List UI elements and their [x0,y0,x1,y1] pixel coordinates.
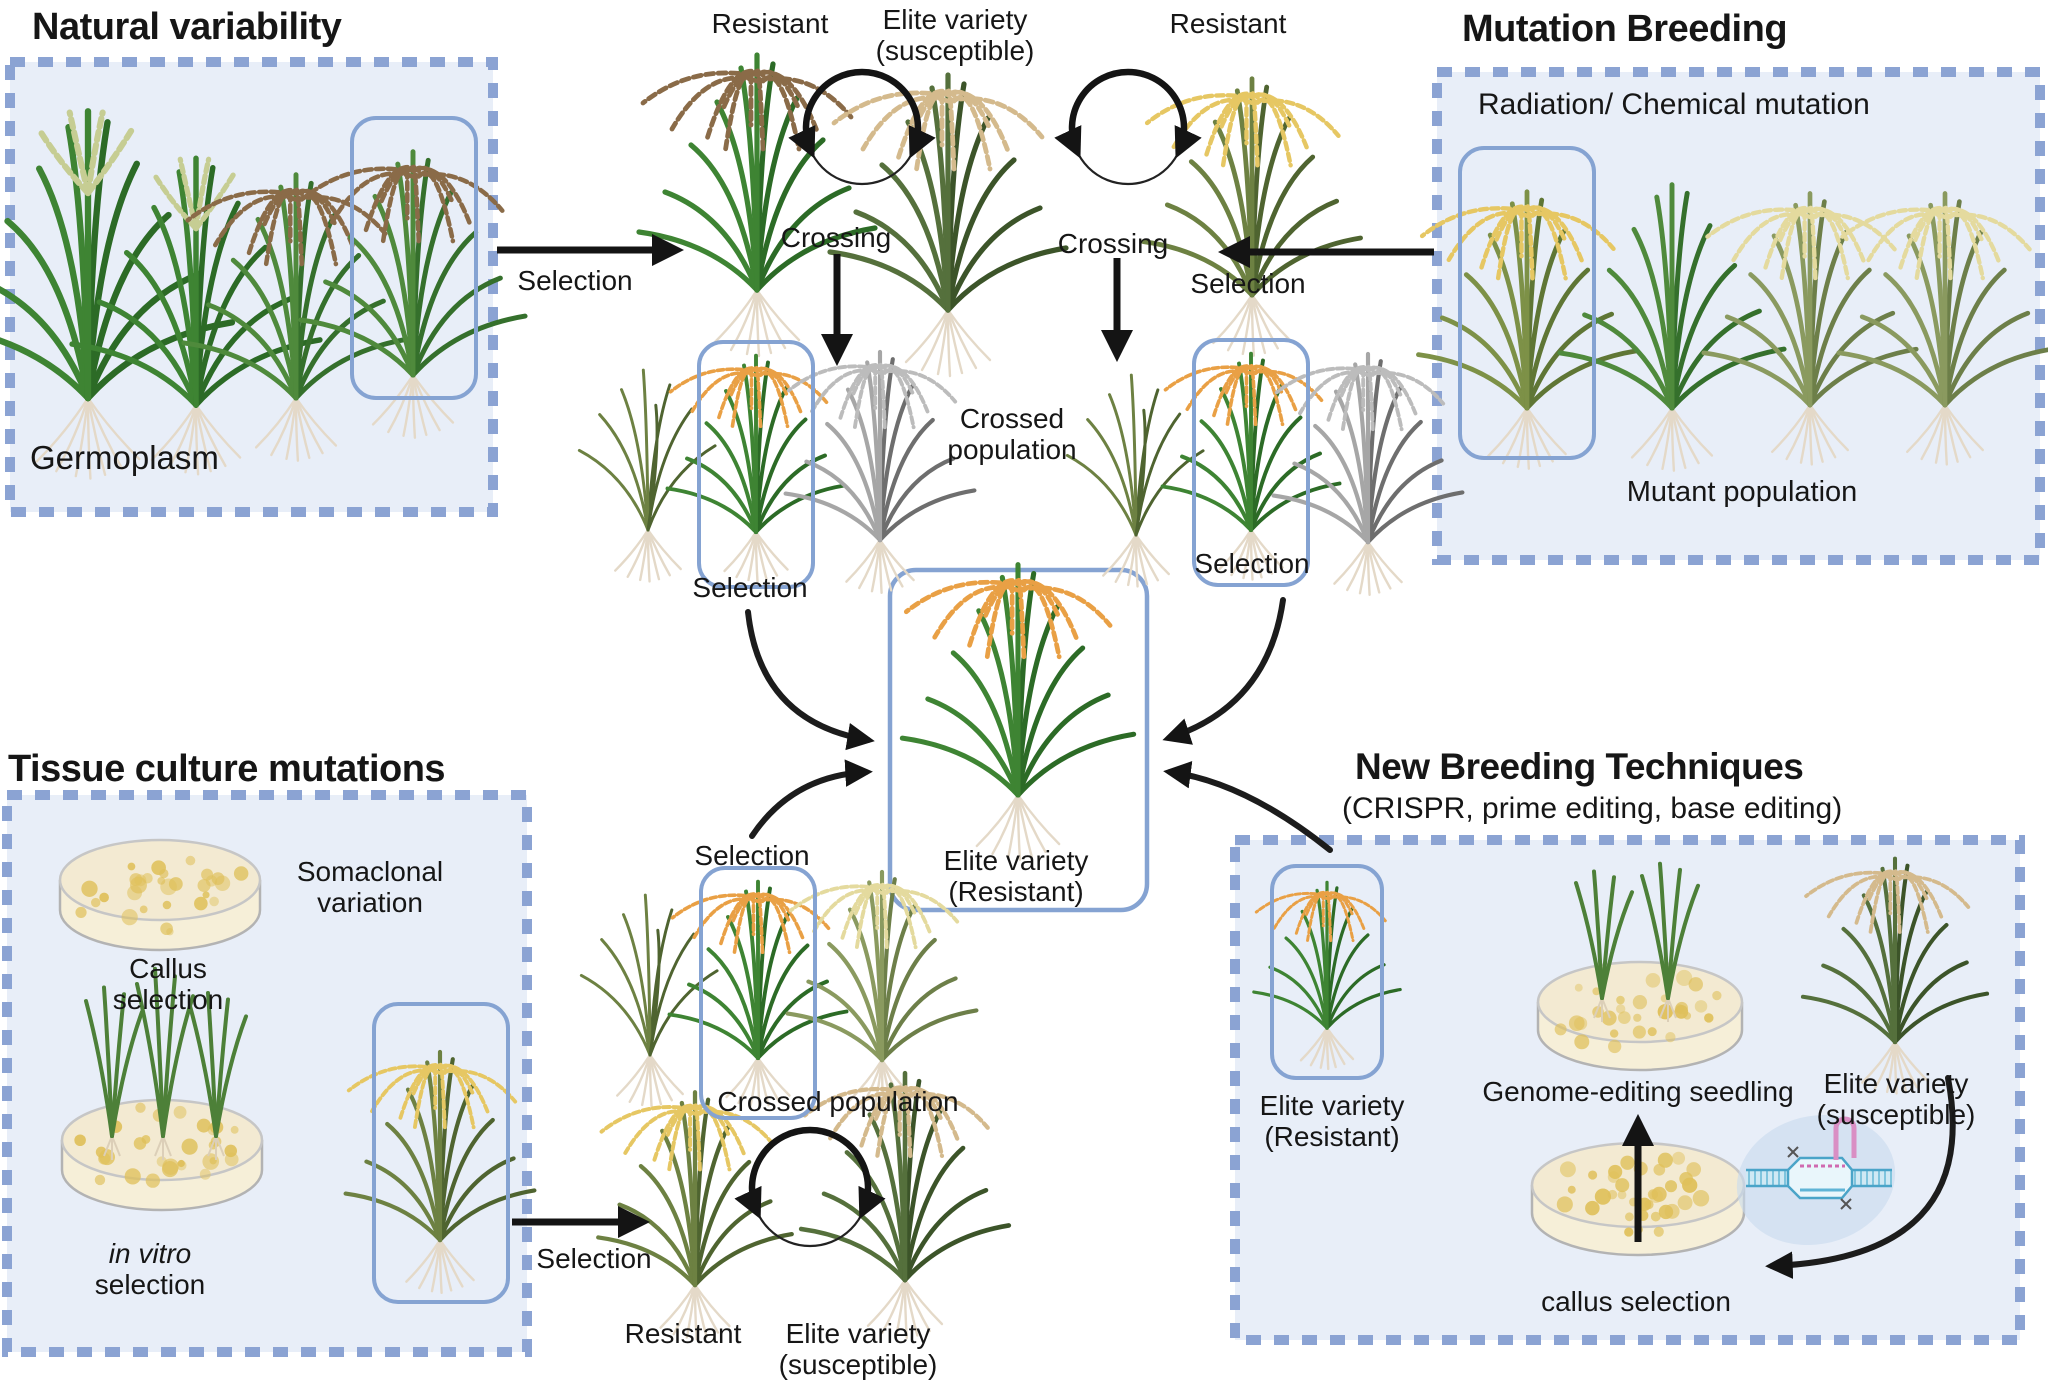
crossing-cycle-icon-right [1054,68,1202,186]
germoplasm-selection-rect [350,116,478,400]
crossed-seedling-left [577,368,717,583]
tissue-selected-plant [343,1049,537,1294]
selection-label-natural: Selection [517,265,633,296]
crossing-cycle-icon-left [788,68,936,186]
crossed-selection-rect-right [1192,338,1310,587]
mutant-plant-selected [1416,189,1638,470]
crossed-selection-rect-left [697,340,815,589]
crossed-selected-bottom [667,879,849,1109]
elite-susceptible-label-bottom: Elite variety (susceptible) [779,1318,938,1381]
genome-editing-seedling-label: Genome-editing seedling [1482,1076,1794,1107]
crossed-population-label-bottom: Crossed population [717,1086,959,1117]
crossed-population-label-top: Crossed population [947,403,1076,466]
radiation-label: Radiation/ Chemical mutation [1478,88,1870,121]
tissue-selection-rect [372,1002,510,1304]
mutation-breeding-title: Mutation Breeding [1462,8,1788,50]
in-vitro-dish-icon [60,966,264,1212]
germoplasm-label: Germoplasm [30,439,219,476]
label-line: selection [112,984,224,1016]
label-line: in vitro [108,1238,192,1269]
mutant-population-label: Mutant population [1626,476,1858,508]
elite-susceptible-plant-bottom [798,1070,1012,1340]
selection-curve-bottom-left [749,759,873,839]
crossing-label-left: Crossing [780,222,892,253]
elite-resistant-label-center: Elite variety (Resistant) [944,845,1089,908]
label-line: Elite variety [785,1318,931,1349]
new-breeding-title: New Breeding Techniques [1355,746,1804,787]
crossed-selected-left [665,353,847,583]
tissue-culture-title: Tissue culture mutations [8,748,446,790]
selection-label-mutation: Selection [1190,268,1306,299]
callus-dish-icon [58,838,262,952]
mutant-plant-3 [1701,191,1919,466]
germoplasm-plant-1 [0,108,236,480]
nbt-selection-rect [1270,864,1384,1080]
label-line: Callus [129,953,207,984]
crossed-seedling-bottom [579,893,719,1108]
label-line: (Resistant) [948,876,1084,908]
label-line: population [947,434,1077,466]
crossed-gray-left [783,349,977,594]
resistant-label-top-left: Resistant [711,8,829,39]
elite-resistant-label-nbt: Elite variety (Resistant) [1260,1090,1405,1153]
elite-susceptible-label-nbt: Elite variety (susceptible) [1817,1068,1976,1131]
elite-susceptible-label-top: Elite variety (susceptible) [876,4,1035,67]
mutant-plant-2 [1557,182,1787,472]
new-breeding-subtitle: (CRISPR, prime editing, base editing) [1342,792,1843,825]
label-line: (susceptible) [1816,1099,1976,1131]
label-line: Crossed [959,403,1065,434]
selection-label-bottom-group: Selection [694,840,810,871]
selection-curve-top-right [1162,597,1286,745]
label-line: (susceptible) [778,1349,938,1381]
callus-selection-label: Callus selection [113,953,224,1016]
label-line: (Resistant) [1264,1121,1400,1153]
nbt-elite-susceptible-plant [1800,856,1990,1095]
resistant-label-top-right: Resistant [1169,8,1287,39]
selection-curve-top-left [745,609,875,751]
callus-selection-lower-label: callus selection [1541,1286,1731,1317]
genome-editing-dish-icon [1536,861,1744,1072]
label-line: selection [94,1269,206,1301]
label-line: Elite variety [1823,1068,1969,1099]
selection-label-crossed-left: Selection [692,572,808,603]
selection-label-tissue: Selection [536,1243,652,1274]
crossed-gray-right [1271,351,1465,596]
label-line: (susceptible) [875,35,1035,67]
crossing-label-right: Crossing [1057,228,1169,259]
label-line: Elite variety [882,4,1028,35]
resistant-plant-bottom [596,1090,794,1341]
nbt-elite-resistant-plant [1252,880,1402,1071]
label-line: variation [317,887,423,919]
crispr-editing-icon [1736,1114,1896,1246]
resistant-parent-right [1141,76,1363,357]
crossed-selection-rect-bottom [699,866,817,1120]
susceptible-to-callus-curve [1765,1075,1956,1279]
resistant-label-bottom: Resistant [624,1318,742,1349]
label-line: Elite variety [943,845,1089,876]
selection-label-crossed-right: Selection [1194,548,1310,579]
mutant-plant-4 [1836,191,2048,466]
mutant-selection-rect [1458,146,1596,460]
crossed-selected-right [1160,351,1342,581]
germoplasm-plant-selected [298,149,528,439]
crossed-seedling-right [1065,373,1205,588]
elite-resistant-plant [899,562,1137,861]
label-line: Elite variety [1259,1090,1405,1121]
in-vitro-selection-label: in vitro selection [95,1238,206,1301]
natural-variability-title: Natural variability [32,6,342,48]
nbt-curve-to-center [1163,761,1333,853]
label-line: Somaclonal [296,856,444,887]
somaclonal-variation-label: Somaclonal variation [297,856,443,919]
crossing-cycle-icon-bottom [734,1126,886,1248]
